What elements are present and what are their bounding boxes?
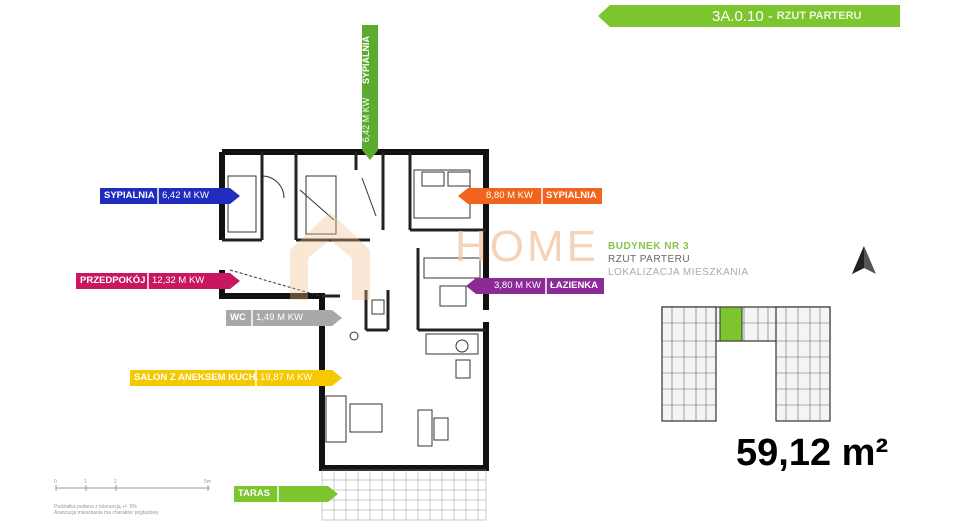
wc-area: 1,49 M KW — [256, 312, 303, 323]
scale-bar — [55, 485, 210, 491]
wc-tag: WC 1,49 M KW — [226, 310, 342, 326]
sypialnia-left-area: 6,42 M KW — [162, 190, 209, 201]
header-subtitle: RZUT PARTERU — [776, 10, 862, 22]
footnote-line-1: Podziałka podana z tolerancją +/- 5% — [54, 504, 137, 510]
scale-tick-1: 1 — [84, 479, 87, 485]
salon-name: SALON Z ANEKSEM KUCH. — [134, 372, 259, 383]
lazienka-tag: 3,80 M KW ŁAZIENKA — [466, 278, 604, 294]
building-floor: RZUT PARTERU — [608, 254, 691, 265]
building-info: BUDYNEK NR 3 RZUT PARTERU LOKALIZACJA MI… — [608, 240, 748, 279]
north-arrow-icon — [852, 246, 876, 274]
building-keyplan — [661, 306, 831, 422]
header-banner — [598, 5, 900, 27]
salon-area: 19,87 M KW — [260, 372, 313, 383]
salon-tag: SALON Z ANEKSEM KUCH. 19,87 M KW — [130, 370, 342, 386]
sypialnia-left-tag: SYPIALNIA 6,42 M KW — [100, 188, 240, 204]
watermark-text: HOME — [455, 222, 599, 271]
footnote-line-2: Aranżacja mieszkania ma charakter pogląd… — [54, 510, 159, 516]
przedpokoj-tag: PRZEDPOKÓJ 12,32 M KW — [76, 273, 240, 289]
sypialnia-right-name: SYPIALNIA — [546, 190, 597, 201]
taras-name: TARAS — [238, 488, 271, 499]
sypialnia-left-name: SYPIALNIA — [104, 190, 155, 201]
apartment-code: 3A.0.10 — [712, 7, 764, 25]
lazienka-name: ŁAZIENKA — [550, 280, 599, 291]
przedpokoj-area: 12,32 M KW — [152, 275, 205, 286]
taras-tag: TARAS — [234, 486, 338, 502]
building-location-label: LOKALIZACJA MIESZKANIA — [608, 267, 749, 278]
footnote: Podziałka podana z tolerancją +/- 5% Ara… — [54, 504, 159, 516]
building-title: BUDYNEK NR 3 — [608, 241, 690, 252]
scale-tick-0: 0 — [54, 479, 57, 485]
scale-tick-5m: 5m — [204, 479, 211, 485]
sypialnia-right-area: 8,80 M KW — [486, 190, 533, 201]
header-text: 3A.0.10 - RZUT PARTERU — [712, 7, 862, 25]
scale-tick-2: 2 — [114, 479, 117, 485]
sypialnia-right-tag: 8,80 M KW SYPIALNIA — [458, 188, 602, 204]
wc-name: WC — [230, 312, 246, 323]
total-area: 59,12 m² — [736, 432, 889, 474]
przedpokoj-name: PRZEDPOKÓJ — [80, 275, 146, 286]
sypialnia-top-area: 6,42 M KW — [361, 97, 371, 143]
lazienka-area: 3,80 M KW — [494, 280, 541, 291]
sypialnia-top-tag — [362, 25, 378, 160]
